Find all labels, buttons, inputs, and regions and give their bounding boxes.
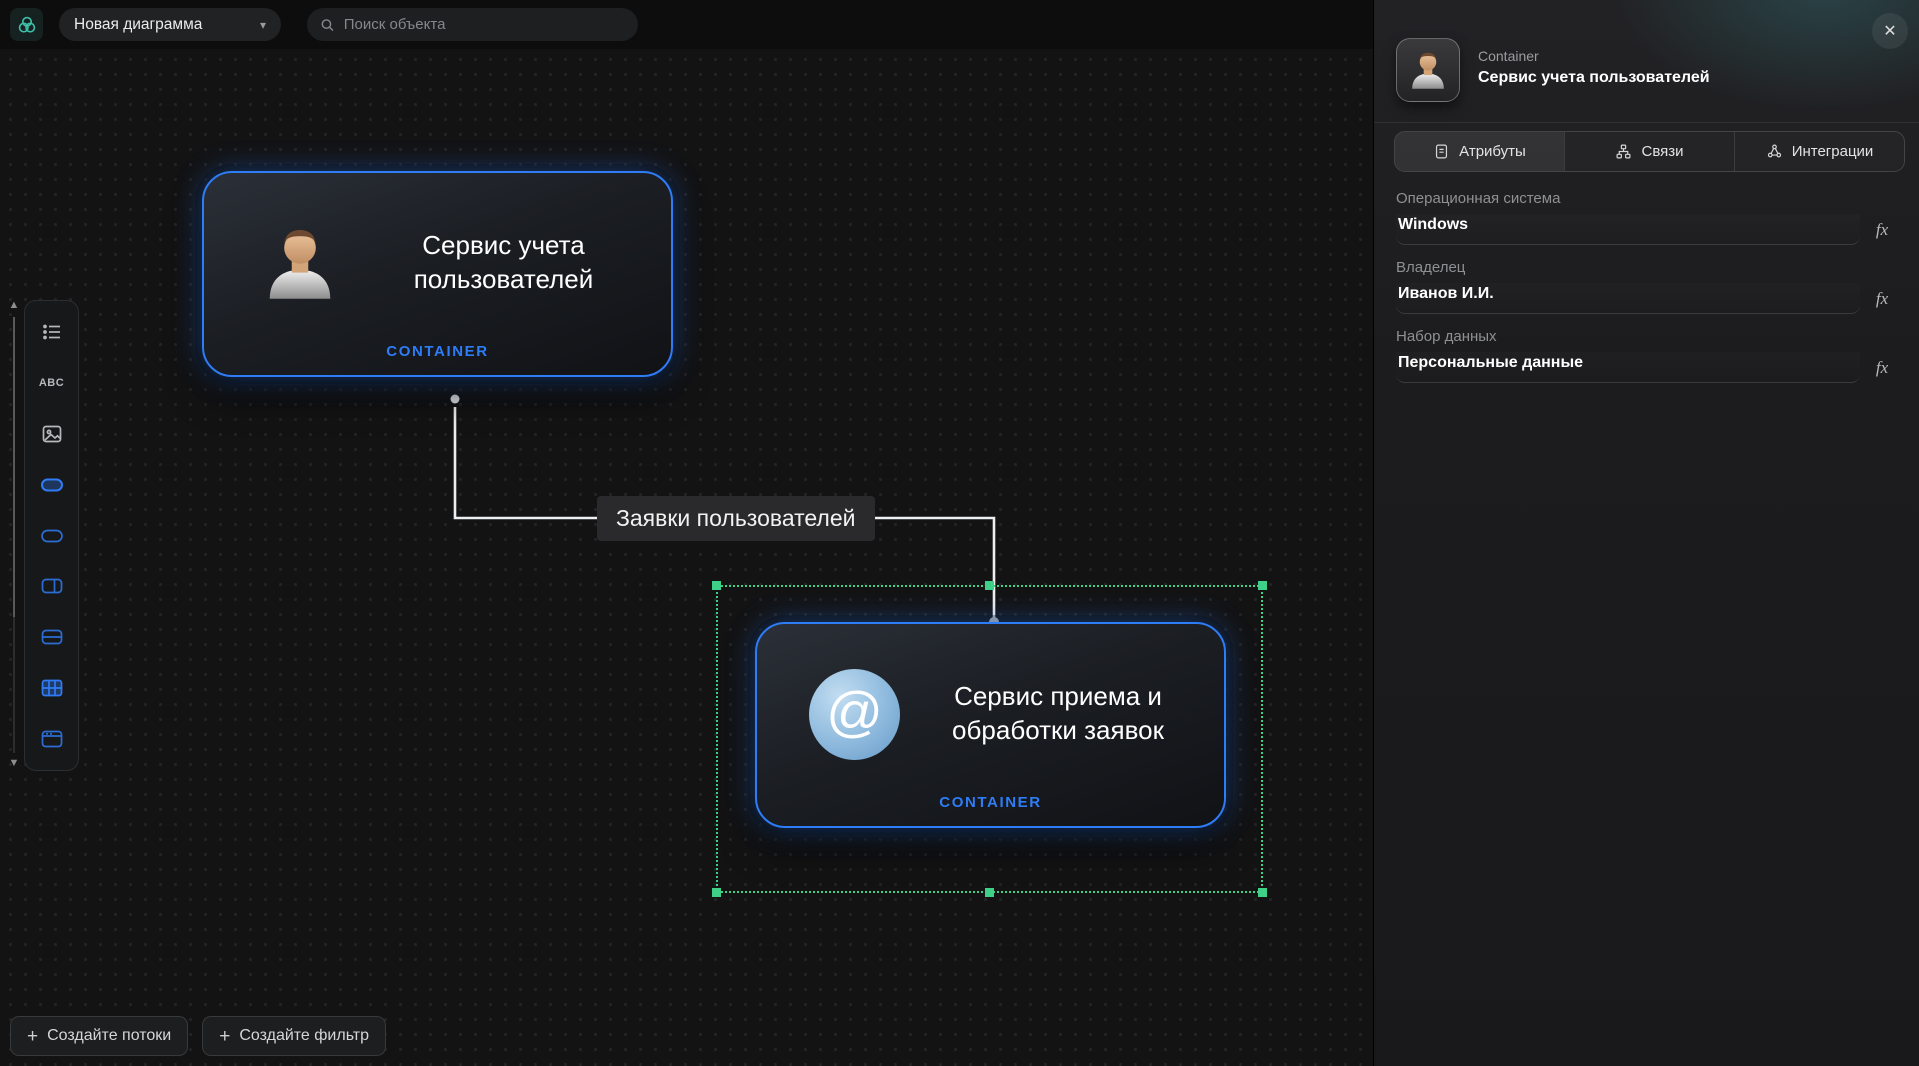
person-icon xyxy=(1405,47,1451,93)
node-type-badge: CONTAINER xyxy=(204,343,671,360)
field-label: Владелец xyxy=(1396,259,1898,276)
field-value-os[interactable]: Windows xyxy=(1396,214,1860,245)
field-value-dataset[interactable]: Персональные данные xyxy=(1396,352,1860,383)
create-flows-button[interactable]: + Создайте потоки xyxy=(10,1016,188,1056)
attributes-fields: Операционная система Windows fx Владелец… xyxy=(1396,190,1898,397)
selection-handle[interactable] xyxy=(985,888,994,897)
diagram-selector[interactable]: Новая диаграмма ▾ xyxy=(59,8,281,41)
panel-divider xyxy=(1374,122,1919,123)
formula-icon[interactable]: fx xyxy=(1866,355,1898,381)
formula-icon[interactable]: fx xyxy=(1866,286,1898,312)
create-filter-button[interactable]: + Создайте фильтр xyxy=(202,1016,386,1056)
tab-integrations[interactable]: Интеграции xyxy=(1734,132,1904,171)
edge-start-point xyxy=(451,395,460,404)
shape-rect-outline-icon[interactable] xyxy=(37,521,67,551)
selection-handle[interactable] xyxy=(985,581,994,590)
field-operating-system: Операционная система Windows fx xyxy=(1396,190,1898,245)
object-header: Container Сервис учета пользователей xyxy=(1396,38,1710,102)
edge-label[interactable]: Заявки пользователей xyxy=(597,496,875,541)
diagram-selector-label: Новая диаграмма xyxy=(74,16,202,34)
tab-relations[interactable]: Связи xyxy=(1564,132,1734,171)
document-icon xyxy=(1433,143,1450,160)
shape-rows-rect-icon[interactable] xyxy=(37,622,67,652)
selection-handle[interactable] xyxy=(712,888,721,897)
node-title: Сервис учета пользователей xyxy=(372,229,635,297)
toolbar-scrollbar[interactable] xyxy=(13,317,15,753)
text-tool-icon[interactable]: ABC xyxy=(37,368,67,398)
selection-handle[interactable] xyxy=(1258,581,1267,590)
node-title: Сервис приема и обработки заявок xyxy=(928,680,1188,748)
object-avatar xyxy=(1396,38,1460,102)
at-glyph: @ xyxy=(826,679,883,744)
shape-browser-window-icon[interactable] xyxy=(37,724,67,754)
tab-label: Интеграции xyxy=(1792,143,1874,160)
knot-logo-icon xyxy=(16,14,38,36)
field-owner: Владелец Иванов И.И. fx xyxy=(1396,259,1898,314)
node-user-accounting-service[interactable]: Сервис учета пользователей CONTAINER xyxy=(202,171,673,377)
at-icon: @ xyxy=(809,669,900,760)
shape-grid-icon[interactable] xyxy=(37,673,67,703)
toolbar-scroll-down[interactable]: ▼ xyxy=(8,757,20,769)
create-flows-label: Создайте потоки xyxy=(47,1027,171,1045)
topbar: Новая диаграмма ▾ xyxy=(0,0,1373,49)
object-search[interactable] xyxy=(307,8,638,41)
shape-toolbar: ABC xyxy=(24,300,79,771)
field-label: Операционная система xyxy=(1396,190,1898,207)
chevron-down-icon: ▾ xyxy=(260,18,266,32)
tab-attributes[interactable]: Атрибуты xyxy=(1395,132,1564,171)
object-header-text: Container Сервис учета пользователей xyxy=(1478,38,1710,102)
create-filter-label: Создайте фильтр xyxy=(239,1027,369,1045)
close-icon[interactable]: ✕ xyxy=(1872,13,1908,49)
toolbar-scroll-up[interactable]: ▲ xyxy=(8,299,20,311)
hierarchy-icon xyxy=(1615,143,1632,160)
person-icon xyxy=(256,219,344,307)
search-icon xyxy=(320,17,335,33)
integration-icon xyxy=(1766,143,1783,160)
tab-label: Атрибуты xyxy=(1459,143,1526,160)
field-dataset: Набор данных Персональные данные fx xyxy=(1396,328,1898,383)
properties-panel: ✕ xyxy=(1373,0,1919,1066)
plus-icon: + xyxy=(219,1027,230,1046)
selection-handle[interactable] xyxy=(1258,888,1267,897)
shape-rect-filled-icon[interactable] xyxy=(37,470,67,500)
image-tool-icon[interactable] xyxy=(37,419,67,449)
node-type-badge: CONTAINER xyxy=(757,794,1224,811)
diagram-workarea: Новая диаграмма ▾ Заявки пользователей xyxy=(0,0,1373,1066)
app-logo[interactable] xyxy=(10,8,43,41)
shape-split-rect-icon[interactable] xyxy=(37,571,67,601)
list-tool-icon[interactable] xyxy=(37,317,67,347)
field-label: Набор данных xyxy=(1396,328,1898,345)
object-type: Container xyxy=(1478,48,1710,64)
selection-handle[interactable] xyxy=(712,581,721,590)
search-input[interactable] xyxy=(344,16,625,33)
diagram-canvas[interactable]: Заявки пользователей xyxy=(0,49,1373,1066)
object-title: Сервис учета пользователей xyxy=(1478,69,1710,87)
canvas-footer-buttons: + Создайте потоки + Создайте фильтр xyxy=(10,1016,386,1056)
panel-tabs: Атрибуты Связи Интеграции xyxy=(1394,131,1905,172)
node-request-processing-service[interactable]: @ Сервис приема и обработки заявок CONTA… xyxy=(755,622,1226,828)
field-value-owner[interactable]: Иванов И.И. xyxy=(1396,283,1860,314)
plus-icon: + xyxy=(27,1027,38,1046)
tab-label: Связи xyxy=(1641,143,1683,160)
formula-icon[interactable]: fx xyxy=(1866,217,1898,243)
